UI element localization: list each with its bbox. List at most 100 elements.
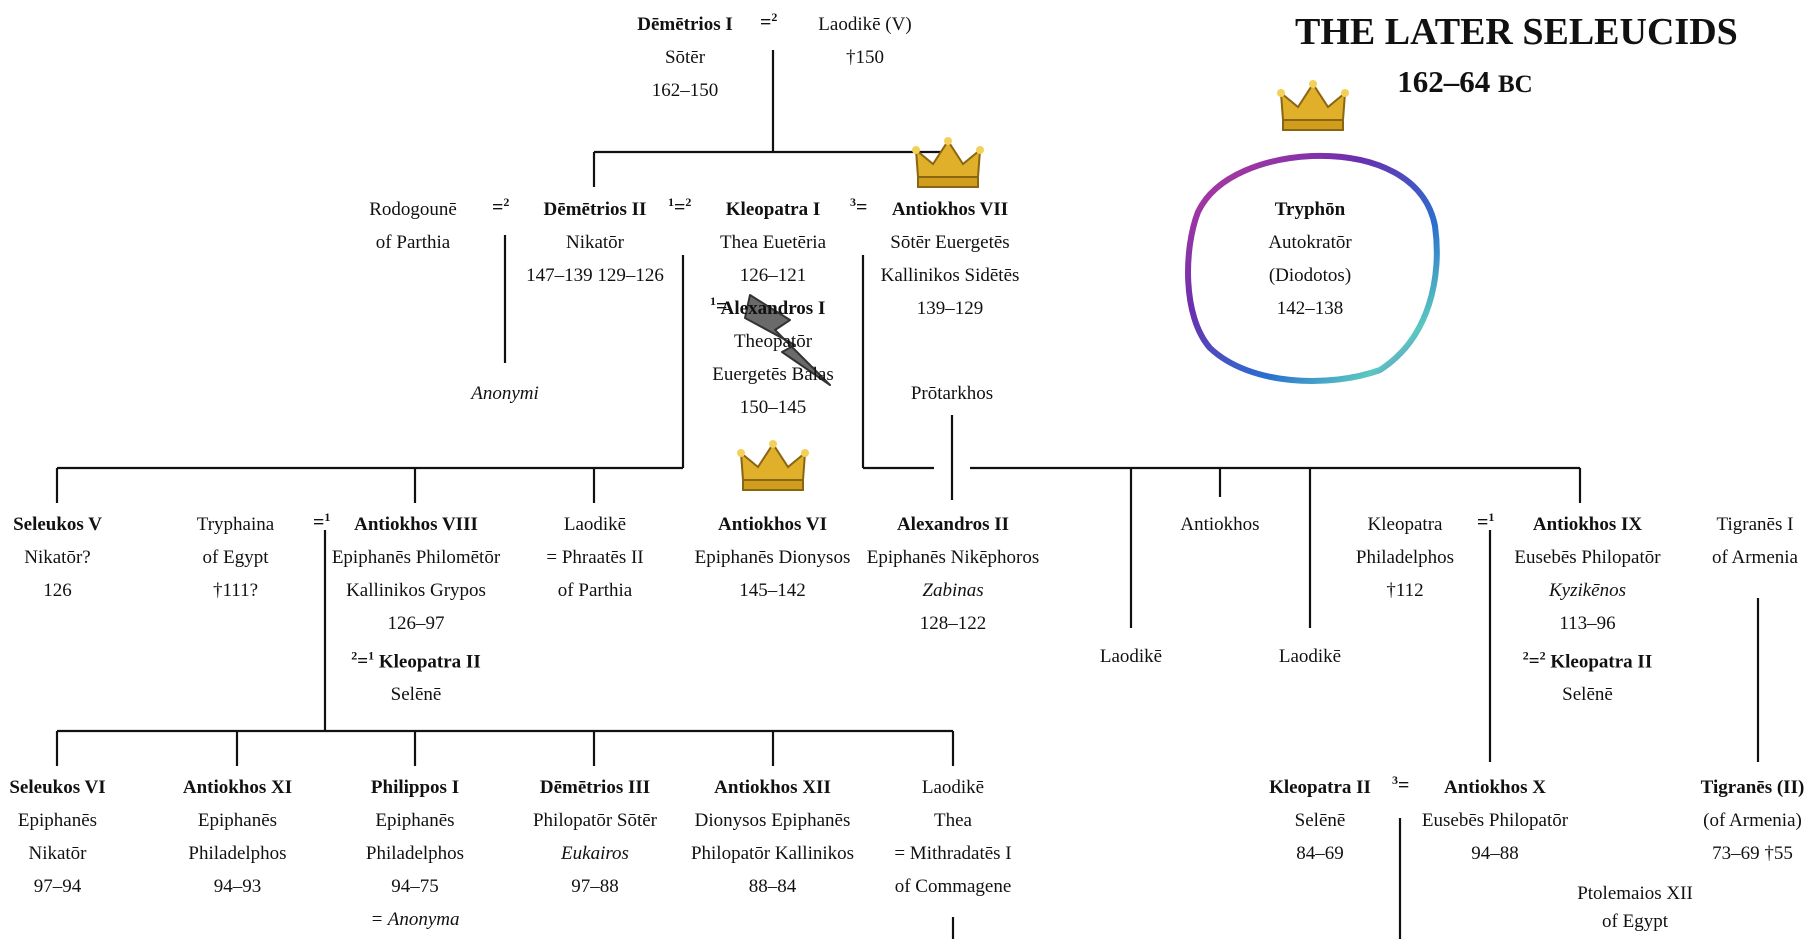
chart-title: THE LATER SELEUCIDS	[1295, 11, 1738, 53]
mark-order: 1	[368, 649, 375, 663]
person-name: Tigranēs I	[1716, 514, 1794, 535]
person-origin: of Egypt	[202, 547, 269, 568]
mark-order: 1	[668, 195, 674, 209]
chart-subtitle: 162–64 BC	[1395, 62, 1535, 105]
person-reign: 97–94	[33, 876, 82, 897]
person-name: Laodikē	[1099, 646, 1163, 667]
person-antiokhos-vii: Antiokhos VII Sōtēr Euergetēs Kallinikos…	[870, 193, 1030, 325]
person-laodike-thea: Laodikē Thea = Mithradatēs I of Commagen…	[883, 771, 1023, 903]
person-name: Dēmētrios II	[543, 199, 647, 220]
person-tryphon: Tryphōn Autokratōr (Diodotos) 142–138	[1245, 193, 1375, 325]
person-epithet: Thea	[934, 810, 972, 831]
person-name: Prōtarkhos	[910, 383, 994, 404]
person-reign: 97–88	[571, 876, 619, 897]
person-epithet: Thea Euetēria	[719, 232, 826, 253]
person-reign: 73–69 †55	[1712, 843, 1793, 864]
person-origin: of Parthia	[375, 232, 451, 253]
person-name: Laodikē (V)	[818, 14, 912, 35]
person-spouse: = Mithradatēs I	[894, 843, 1012, 864]
person-reign: 126–97	[387, 613, 445, 634]
person-reign: 145–142	[739, 580, 806, 601]
mark-sign: =	[1528, 651, 1540, 673]
person-name: Seleukos VI	[9, 777, 106, 798]
person-name: Antiokhos VII	[891, 199, 1009, 220]
person-name: Philippos I	[370, 777, 460, 798]
marriage-mark: 2=2	[1522, 649, 1546, 673]
mark-order: 2	[1522, 649, 1529, 663]
person-antiokhos-xi: Antiokhos XI Epiphanēs Philadelphos 94–9…	[170, 771, 305, 903]
person-name: Alexandros I	[720, 298, 826, 319]
person-origin: of Commagene	[894, 876, 1012, 897]
person-seleukos-v: Seleukos V Nikatōr? 126	[0, 508, 115, 607]
person-birth-name: (Diodotos)	[1268, 265, 1352, 286]
person-epithet: Nikatōr	[565, 232, 625, 253]
person-reign: 113–96	[1559, 613, 1616, 634]
person-epithet: Theopatōr	[733, 331, 813, 352]
person-name: Antiokhos XI	[182, 777, 293, 798]
mark-order: 1	[1488, 510, 1495, 524]
person-epithet: Sōtēr Euergetēs	[890, 232, 1010, 253]
mark-order: 2	[771, 10, 778, 24]
person-laodike-phraates: Laodikē = Phraatēs II of Parthia	[530, 508, 660, 607]
person-name: Dēmētrios III	[539, 777, 651, 798]
person-spouse: 2=1 Kleopatra II	[330, 640, 502, 678]
mark-sign: =	[856, 196, 868, 219]
mark-sign: =	[674, 196, 686, 219]
person-epithet-2: Kallinikos Grypos	[346, 580, 486, 601]
mark-order: 1	[324, 510, 331, 524]
person-epithet-2: Euergetēs Balas	[712, 364, 834, 385]
person-epithet: Eusebēs Philopatōr	[1421, 810, 1569, 831]
person-name: Seleukos V	[13, 514, 102, 535]
spouse-epithet: Selēnē	[1562, 684, 1613, 706]
person-name: Antiokhos VIII	[354, 514, 478, 535]
crown-icon	[1277, 80, 1349, 131]
person-name: Tryphōn	[1274, 199, 1346, 220]
person-name: Tigranēs (II)	[1695, 771, 1810, 804]
person-anonymi: Anonymi	[445, 377, 565, 410]
person-reign: 142–138	[1276, 298, 1344, 319]
person-demetrios-i: Dēmētrios I Sōtēr 162–150	[590, 8, 780, 107]
person-tigranes-i: Tigranēs I of Armenia	[1700, 508, 1810, 574]
person-alexandros-i: Alexandros I Theopatōr Euergetēs Balas 1…	[693, 292, 853, 424]
mark-sign: =	[313, 511, 325, 534]
person-nickname: Kyzikēnos	[1548, 580, 1627, 601]
marriage-mark: =1	[313, 510, 330, 535]
person-spouse: 2=2 Kleopatra II	[1500, 640, 1675, 678]
person-reign: 126–121	[739, 265, 807, 286]
person-demetrios-ii: Dēmētrios II Nikatōr 147–139 129–126	[515, 193, 675, 292]
lightning-icon	[744, 294, 831, 386]
person-philippos-i: Philippos I Epiphanēs Philadelphos 94–75…	[350, 771, 480, 936]
spouse-name: Kleopatra II	[1550, 651, 1653, 673]
person-origin: of Armenia	[1711, 547, 1798, 568]
person-kleopatra-philadelphos: Kleopatra Philadelphos †112	[1345, 508, 1465, 607]
mark-sign: =	[760, 11, 772, 34]
person-name: Antiokhos X	[1444, 777, 1546, 798]
person-antiokhos-ix: Antiokhos IX Eusebēs Philopatōr Kyzikēno…	[1500, 508, 1675, 711]
person-protarkhos: Prōtarkhos	[887, 377, 1017, 410]
person-origin: of Parthia	[557, 580, 633, 601]
person-reign: 126	[43, 580, 72, 601]
person-name: Laodikē	[563, 514, 627, 535]
person-spouse: = Phraatēs II	[546, 547, 644, 568]
mark-order: 1	[710, 294, 716, 308]
person-tigranes-ii: Tigranēs (II) (of Armenia) 73–69 †55	[1695, 771, 1810, 870]
person-name-text: Tigranēs (II)	[1700, 777, 1805, 798]
person-reign: 94–93	[213, 876, 262, 897]
mark-order: 3	[850, 195, 856, 209]
person-epithet-2: Philopatōr Kallinikos	[690, 843, 855, 864]
person-reign: 88–84	[748, 876, 797, 897]
person-name: Antiokhos	[1180, 514, 1260, 535]
person-laodike-v: Laodikē (V) †150	[795, 8, 935, 74]
person-name: Laodikē	[921, 777, 985, 798]
person-kleopatra-ii-selene: Kleopatra II Selēnē 84–69	[1255, 771, 1385, 870]
person-epithet: Epiphanēs	[375, 810, 455, 831]
spouse-epithet: Selēnē	[390, 684, 442, 706]
person-kleopatra-i: Kleopatra I Thea Euetēria 126–121	[703, 193, 843, 292]
mark-sign: =	[357, 651, 369, 673]
spouse-name: Kleopatra II	[378, 651, 481, 673]
person-name: Laodikē	[1278, 646, 1342, 667]
person-laodike-a: Laodikē	[1086, 640, 1176, 673]
mark-sign: =	[716, 295, 728, 318]
person-epithet: Philopatōr Sōtēr	[532, 810, 658, 831]
person-name: Antiokhos IX	[1532, 514, 1643, 535]
